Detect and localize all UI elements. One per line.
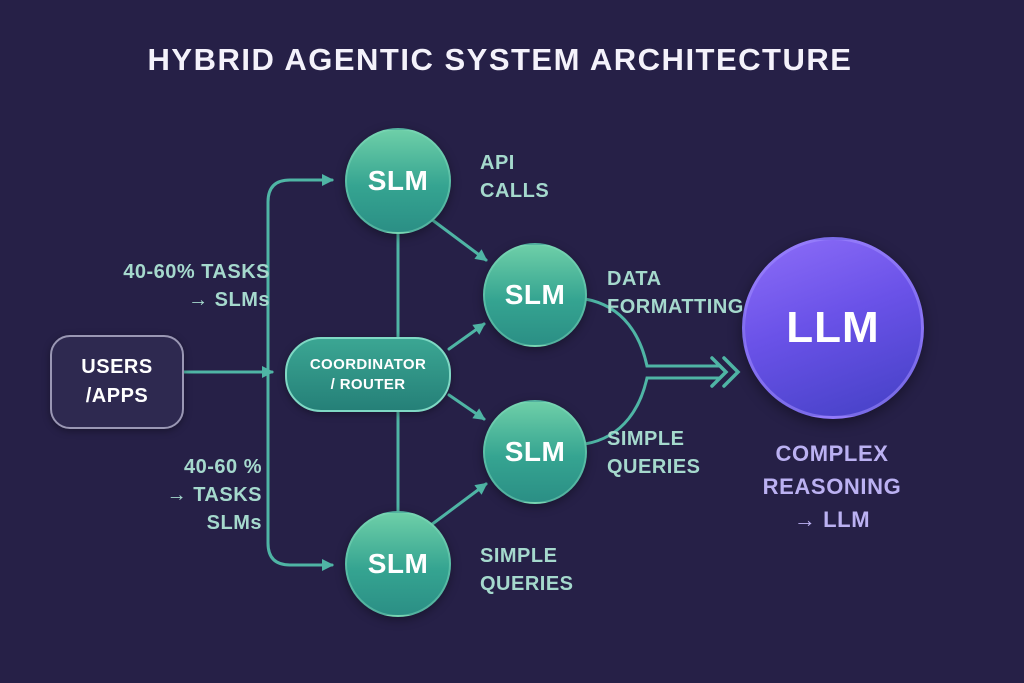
coordinator-router-node: COORDINATOR / ROUTER bbox=[285, 337, 451, 412]
users-apps-node: USERS /APPS bbox=[50, 335, 184, 429]
merged-arrowhead-chevron-1 bbox=[710, 356, 729, 388]
page-title: HYBRID AGENTIC SYSTEM ARCHITECTURE bbox=[147, 42, 853, 77]
slm-lower-middle-node: SLM bbox=[483, 400, 587, 504]
edge-slmbottom-slmlower bbox=[425, 482, 488, 530]
annotation-simple-queries-bottom: SIMPLE QUERIES bbox=[480, 545, 574, 595]
annotation-api-calls: API CALLS bbox=[480, 152, 550, 202]
edge-branch-bottom-slm bbox=[266, 370, 334, 571]
edge-merge-top bbox=[583, 297, 721, 368]
edge-slmtop-slmupper bbox=[425, 214, 488, 262]
edge-branch-top-slm bbox=[266, 174, 334, 374]
llm-node: LLM bbox=[742, 237, 924, 419]
annotation-simple-queries-middle: SIMPLE QUERIES bbox=[607, 428, 701, 478]
edge-merge-bottom bbox=[583, 376, 721, 446]
slm-upper-middle-node: SLM bbox=[483, 243, 587, 347]
annotation-complex-reasoning-llm: COMPLEX REASONING → LLM bbox=[762, 441, 902, 532]
edge-coordinator-slmlower bbox=[447, 393, 486, 421]
merged-arrowhead-chevron-2 bbox=[722, 356, 741, 388]
annotation-tasks-to-slms-bottom: 40-60 % → TASKS SLMs bbox=[166, 456, 262, 534]
edge-coordinator-slmupper bbox=[447, 322, 486, 351]
slm-top-node: SLM bbox=[345, 128, 451, 234]
slm-bottom-node: SLM bbox=[345, 511, 451, 617]
annotation-tasks-to-slms-top: 40-60% TASKS → SLMs bbox=[123, 261, 270, 311]
annotation-data-formatting: DATA FORMATTING bbox=[607, 268, 744, 318]
